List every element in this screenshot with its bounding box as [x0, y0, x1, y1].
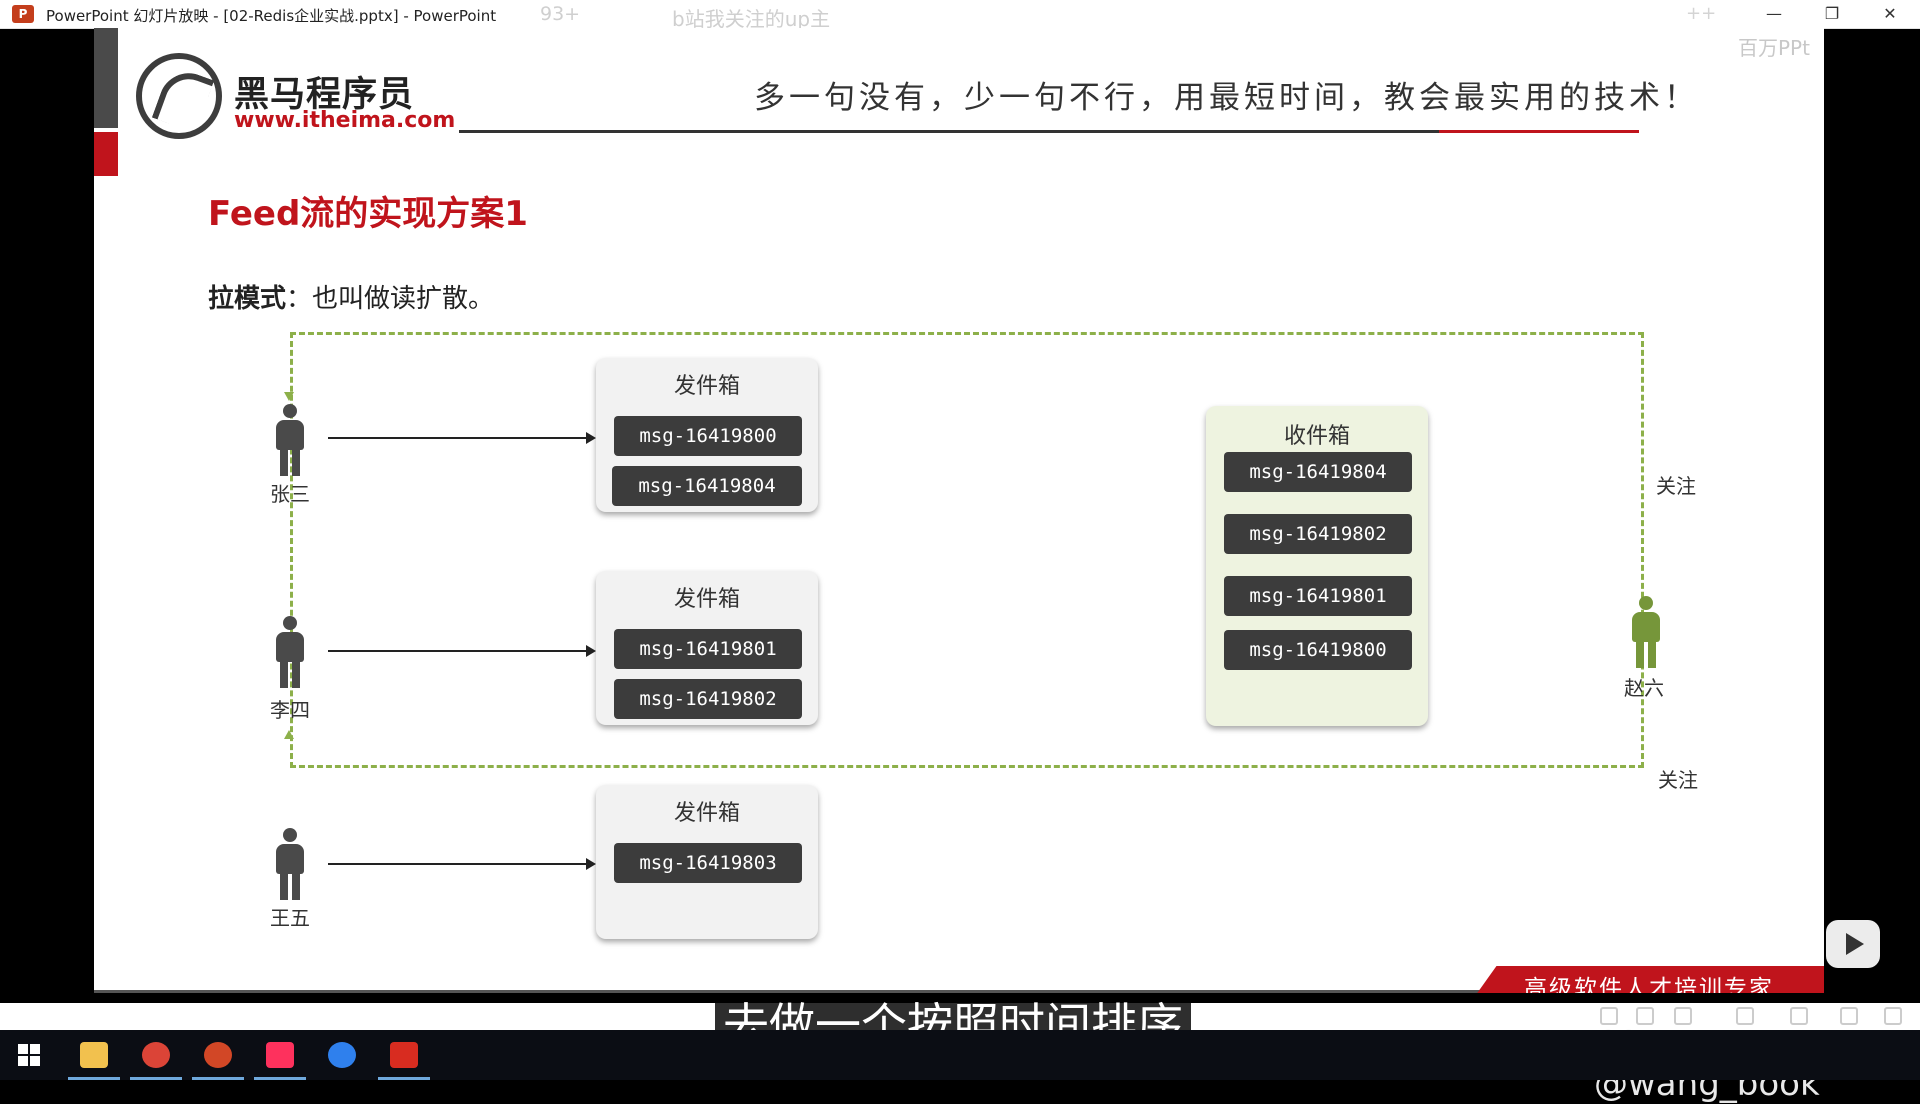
itheima-logo-icon: [136, 53, 222, 139]
outbox-title: 发件箱: [673, 374, 740, 399]
outbox-1: 发件箱 msg-16419800 msg-16419804: [596, 358, 818, 512]
msg-item: msg-16419801: [1224, 576, 1412, 616]
arrow-right-icon: [328, 645, 596, 657]
slide-accent-grey: [94, 28, 118, 128]
ppt-watermark: 百万PPt: [1738, 36, 1810, 60]
outbox-2: 发件箱 msg-16419801 msg-16419802: [596, 571, 818, 725]
msg-item: msg-16419800: [1224, 630, 1412, 670]
slide-sorter-icon[interactable]: [1790, 1007, 1808, 1025]
msg-item: msg-16419802: [1224, 514, 1412, 554]
inbox: 收件箱 msg-16419804 msg-16419802 msg-164198…: [1206, 406, 1428, 726]
previous-icon[interactable]: [1600, 1007, 1618, 1025]
subtitle-bold: 拉模式: [208, 284, 287, 314]
slide-accent-red: [94, 132, 118, 176]
powerpoint-icon: P: [12, 5, 34, 23]
restore-button[interactable]: ❐: [1824, 4, 1840, 23]
bilibili-play-icon[interactable]: [1826, 920, 1880, 968]
overlay-right: ++: [1686, 3, 1717, 24]
follow-label-top: 关注: [1656, 474, 1696, 498]
follow-label-bottom: 关注: [1658, 768, 1698, 792]
slide-subtitle: 拉模式：也叫做读扩散。: [208, 278, 494, 315]
slide-footer-line: [94, 990, 1824, 993]
intellij-icon[interactable]: [254, 1036, 306, 1080]
follow-relation-border: [290, 332, 1644, 768]
person-label-zhangsan: 张三: [270, 482, 310, 506]
overlay-text: b站我关注的up主: [672, 7, 831, 31]
brand-url: www.itheima.com: [234, 108, 456, 133]
msg-item: msg-16419802: [614, 679, 802, 719]
outbox-title: 发件箱: [673, 587, 740, 612]
windows-taskbar: [0, 1030, 1920, 1080]
reading-view-icon[interactable]: [1840, 1007, 1858, 1025]
file-explorer-icon[interactable]: [68, 1036, 120, 1080]
footer-banner: [1468, 966, 1824, 993]
window-title: PowerPoint 幻灯片放映 - [02-Redis企业实战.pptx] -…: [46, 7, 497, 25]
person-icon: [270, 404, 310, 476]
msg-item: msg-16419804: [1224, 452, 1412, 492]
outbox-title: 发件箱: [673, 801, 740, 826]
slideshow-icon[interactable]: [1884, 1007, 1902, 1025]
slogan-underline: [459, 130, 1459, 133]
footer-banner-text: 高级软件人才培训专家: [1524, 976, 1774, 993]
overlay-count: 93+: [540, 3, 581, 25]
msg-item: msg-16419800: [614, 416, 802, 456]
minimize-button[interactable]: —: [1766, 4, 1782, 23]
msg-item: msg-16419803: [614, 843, 802, 883]
person-label-wangwu: 王五: [270, 906, 310, 930]
subtitle-rest: ：也叫做读扩散。: [286, 284, 495, 314]
arrow-right-icon: [328, 432, 596, 444]
slogan-underline-accent: [1439, 130, 1639, 133]
pen-icon[interactable]: [1636, 1007, 1654, 1025]
window-title-bar: P PowerPoint 幻灯片放映 - [02-Redis企业实战.pptx]…: [0, 0, 1920, 31]
person-icon-follower: [1626, 596, 1666, 668]
browser-icon[interactable]: [322, 1036, 362, 1074]
outbox-3: 发件箱 msg-16419803: [596, 785, 818, 939]
arrow-down-icon: [284, 392, 294, 401]
close-button[interactable]: ✕: [1883, 4, 1897, 23]
arrow-right-icon: [328, 858, 596, 870]
slide-title: Feed流的实现方案1: [208, 194, 528, 234]
chrome-icon[interactable]: [130, 1036, 182, 1080]
redis-desktop-icon[interactable]: [378, 1036, 430, 1080]
slogan: 多一句没有，少一句不行，用最短时间，教会最实用的技术！: [754, 80, 1699, 116]
person-label-lisi: 李四: [270, 698, 310, 722]
brand-name: 黑马程序员: [234, 75, 415, 115]
powerpoint-icon[interactable]: [192, 1036, 244, 1080]
next-icon[interactable]: [1674, 1007, 1692, 1025]
arrow-up-icon: [284, 730, 294, 739]
windows-icon[interactable]: [18, 1044, 40, 1066]
person-label-zhaoliu: 赵六: [1624, 676, 1664, 700]
msg-item: msg-16419804: [612, 466, 802, 506]
person-icon: [270, 828, 310, 900]
slide: 黑马程序员 www.itheima.com 多一句没有，少一句不行，用最短时间，…: [94, 28, 1824, 993]
person-icon: [270, 616, 310, 688]
normal-view-icon[interactable]: [1736, 1007, 1754, 1025]
msg-item: msg-16419801: [614, 629, 802, 669]
inbox-title: 收件箱: [1283, 424, 1350, 449]
